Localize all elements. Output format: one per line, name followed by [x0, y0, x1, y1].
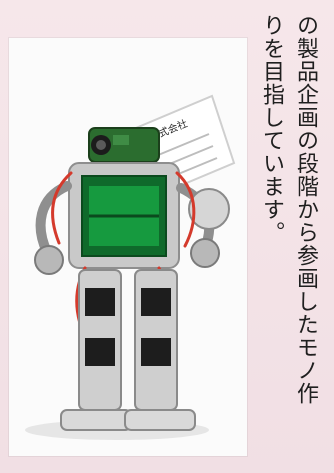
robot-photo: 株式会社 — [9, 38, 247, 456]
robot-feet — [60, 409, 196, 431]
article-line-1: の製品企画の段階から参画したモノ作 — [293, 14, 318, 405]
humanoid-robot-illustration: 株式会社 — [9, 38, 247, 456]
article-line-2: りを目指しています。 — [259, 14, 284, 244]
robot-legs — [78, 269, 178, 411]
robot-head — [88, 127, 160, 163]
robot-torso — [68, 162, 180, 269]
vertical-article-text: の製品企画の段階から参画したモノ作 りを目指しています。 — [254, 14, 322, 464]
